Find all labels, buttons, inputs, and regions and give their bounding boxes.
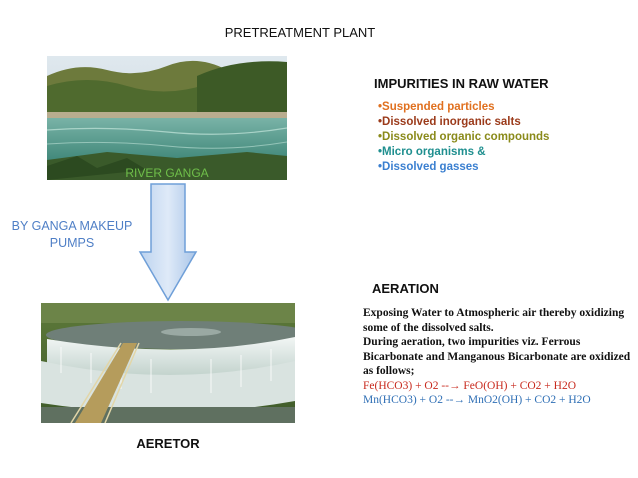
aeration-paragraph-2: During aeration, two impurities viz. Fer…: [363, 336, 631, 377]
pump-label-line1: BY GANGA MAKEUP: [11, 219, 133, 233]
impurities-list: Suspended particles Dissolved inorganic …: [378, 100, 549, 175]
aeration-paragraph-1: Exposing Water to Atmospheric air thereb…: [363, 307, 625, 334]
impurity-item: Micro organisms &: [378, 145, 549, 160]
manganese-oxidation-equation: Mn(HCO3) + O2 --→ MnO2(OH) + CO2 + H2O: [363, 394, 591, 406]
river-photo: [47, 56, 287, 180]
aeration-description: Exposing Water to Atmospheric air thereb…: [363, 306, 633, 408]
impurity-item: Dissolved organic compounds: [378, 130, 549, 145]
iron-oxidation-equation: Fe(HCO3) + O2 --→ FeO(OH) + CO2 + H2O: [363, 379, 577, 392]
pump-label-line2: PUMPS: [49, 236, 95, 250]
river-label: RIVER GANGA: [125, 166, 209, 180]
impurity-item: Dissolved inorganic salts: [378, 115, 549, 130]
aerator-photo-image: [41, 303, 295, 423]
page-title: PRETREATMENT PLANT: [224, 25, 376, 40]
impurity-item: Dissolved gasses: [378, 160, 549, 175]
aerator-label: AERETOR: [136, 436, 200, 451]
impurities-heading: IMPURITIES IN RAW WATER: [374, 76, 549, 91]
river-photo-image: [47, 56, 287, 180]
down-arrow-icon: [138, 182, 198, 307]
aerator-photo: [41, 303, 295, 423]
aeration-heading: AERATION: [372, 281, 439, 296]
impurity-item: Suspended particles: [378, 100, 549, 115]
pump-label: BY GANGA MAKEUP PUMPS: [0, 218, 144, 252]
